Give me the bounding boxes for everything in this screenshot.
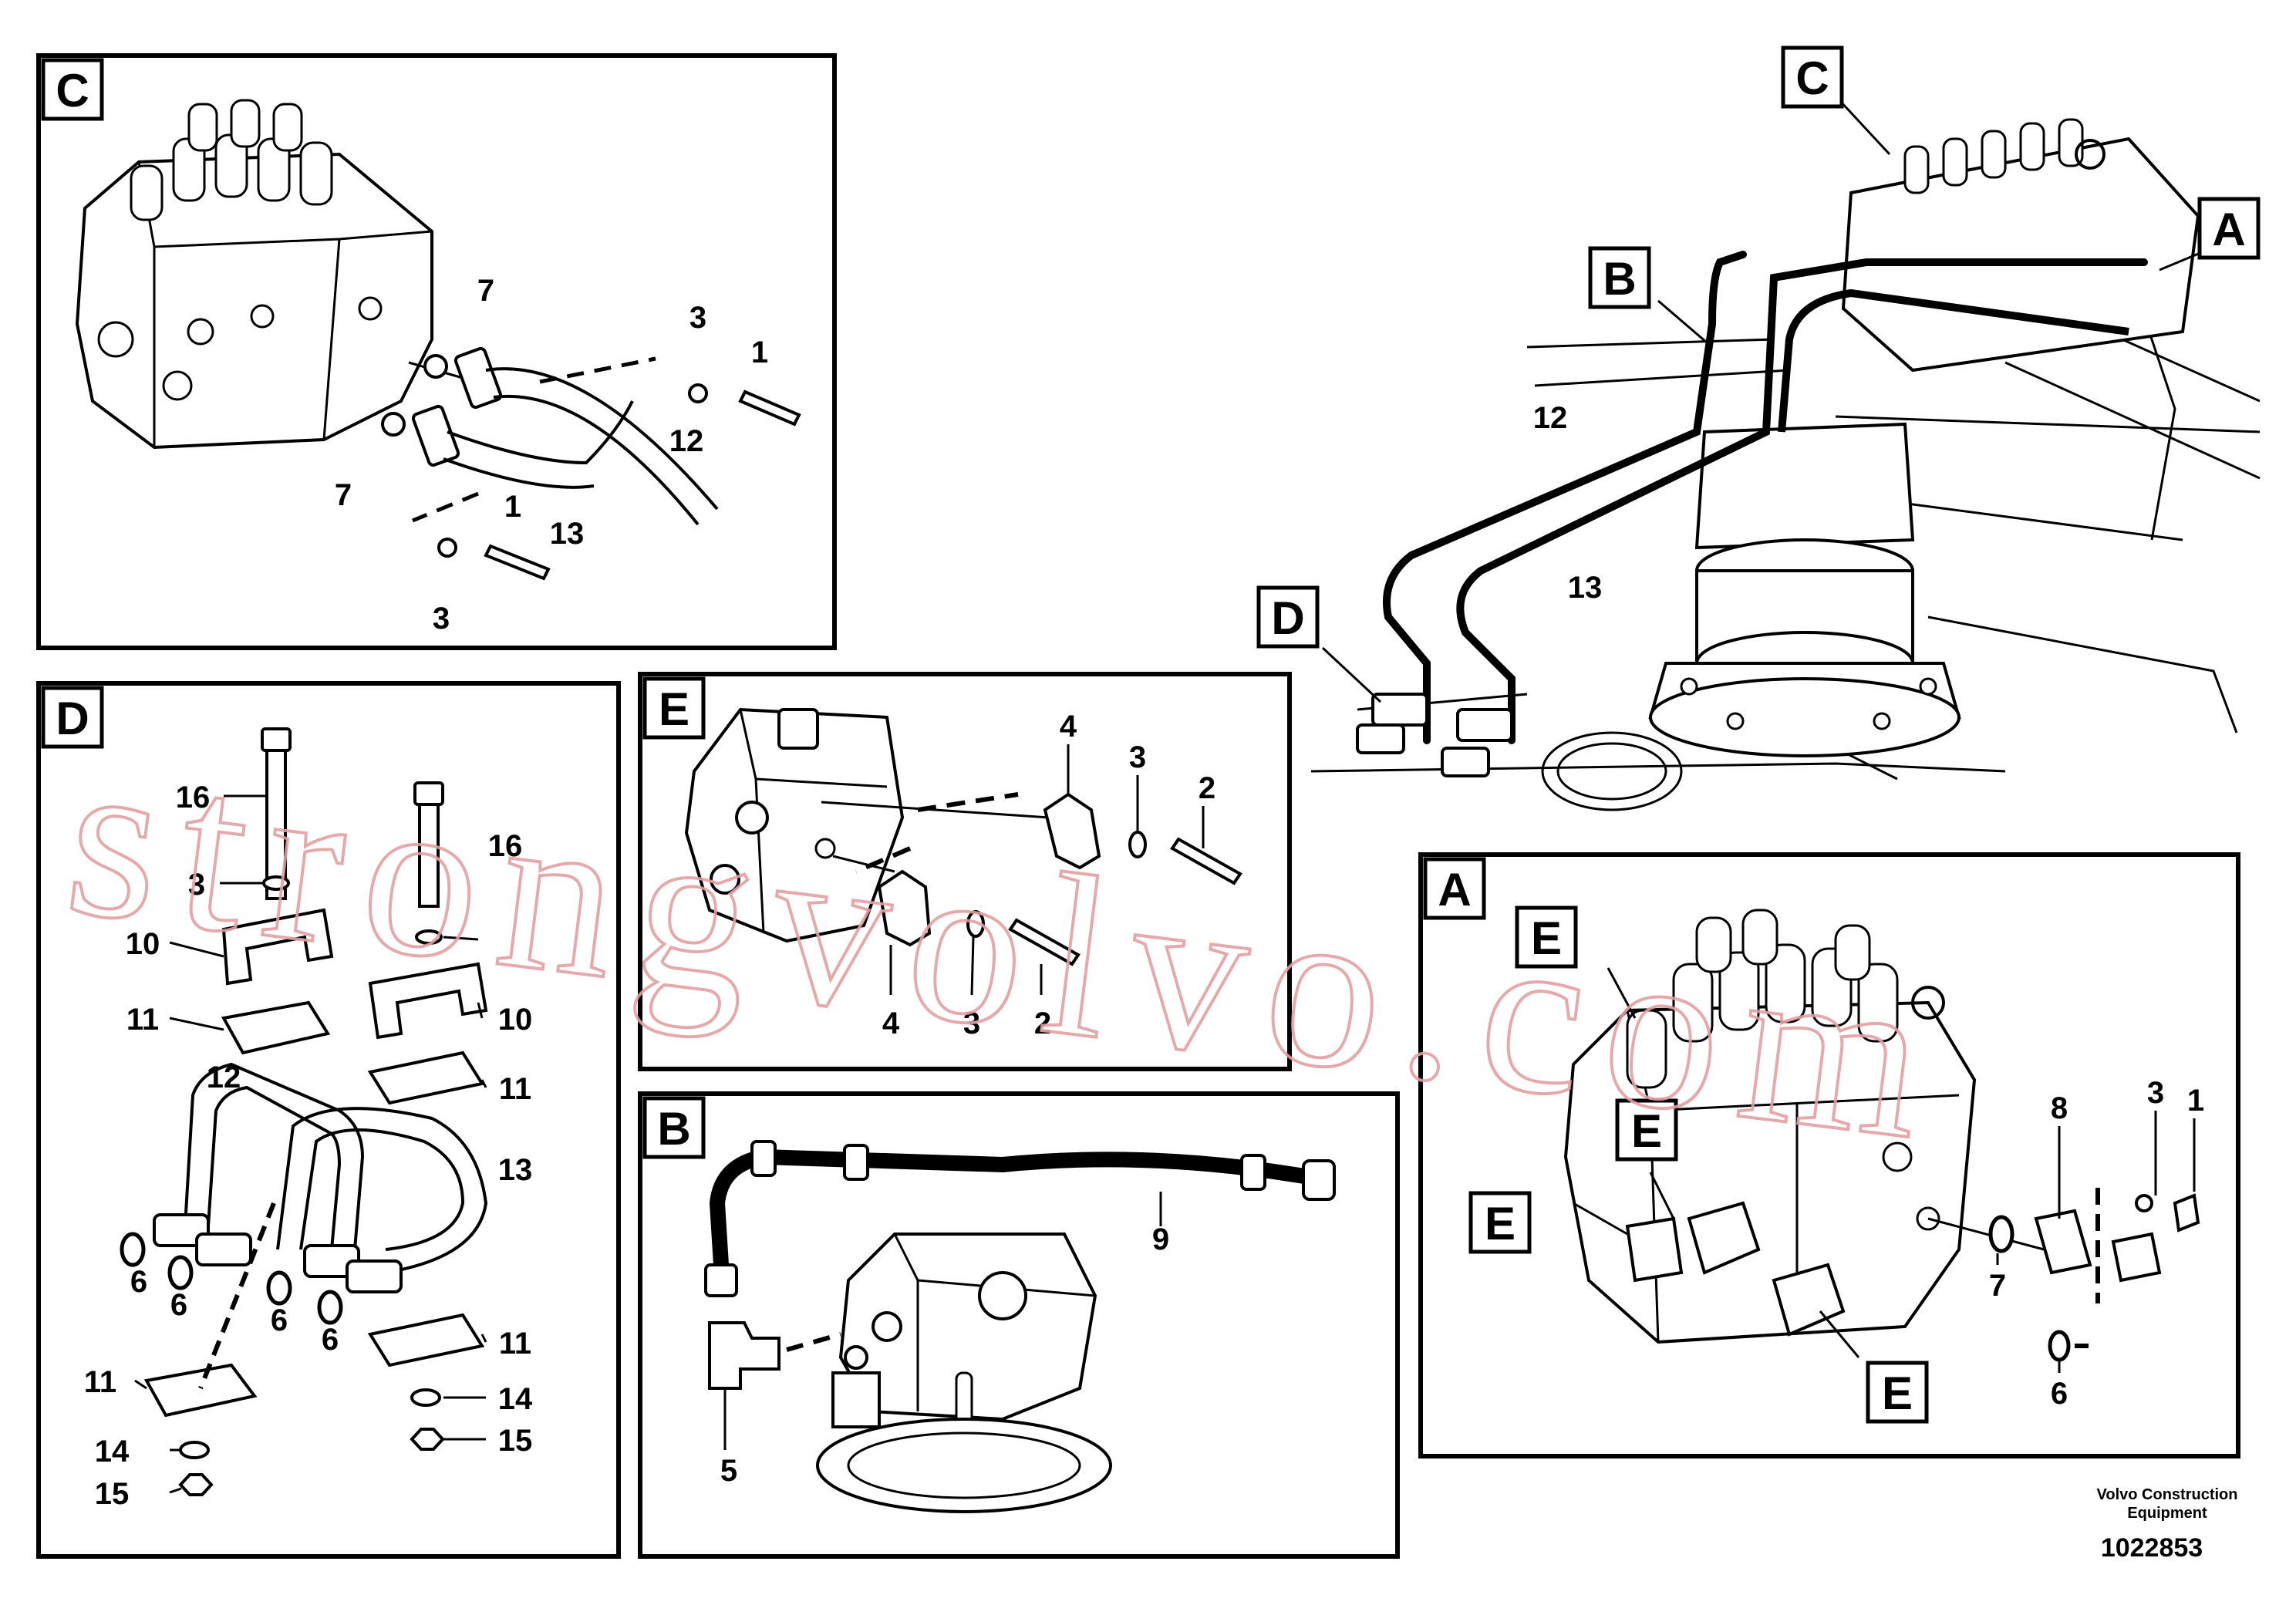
callout-6-b: 6: [170, 1288, 187, 1322]
callout-1: 1: [2187, 1084, 2204, 1118]
panel-c-letter: C: [56, 65, 89, 116]
callout-1-lower: 1: [504, 490, 521, 524]
callout-3-lower: 3: [963, 1007, 980, 1040]
callouts-panel-d: 16 16 3 10 10 11 11 12 13 6 6 6 6 11 11 …: [84, 781, 533, 1511]
callout-9: 9: [1152, 1222, 1169, 1256]
callout-e-bottom: E: [1882, 1367, 1913, 1419]
manufacturer-line-1: Volvo Construction: [2097, 1486, 2238, 1503]
overview-assembly: C A B 12 13 D: [1256, 46, 2261, 811]
callout-1-upper: 1: [751, 336, 768, 369]
panel-d: D: [36, 681, 621, 1559]
callout-8: 8: [2051, 1091, 2068, 1125]
callout-16-right: 16: [488, 829, 523, 863]
callout-10-right: 10: [498, 1003, 533, 1037]
panel-a: A: [1418, 852, 2240, 1458]
callout-7: 7: [1989, 1269, 2006, 1303]
callout-3: 3: [2147, 1076, 2164, 1110]
control-valve-illustration: [75, 99, 433, 450]
callout-4-lower: 4: [882, 1007, 900, 1040]
callout-11-upper-right: 11: [499, 1072, 531, 1106]
valve-section-illustration: [684, 707, 905, 943]
callout-11-lower-left: 11: [84, 1365, 116, 1399]
overview-callout-a: A: [2212, 204, 2245, 255]
callout-7-lower: 7: [335, 478, 352, 512]
panel-a-letter: A: [1438, 864, 1471, 916]
callout-e-left: E: [1485, 1198, 1515, 1249]
callout-7-upper: 7: [477, 274, 494, 308]
swing-motor-panel-b: [816, 1233, 1112, 1513]
callout-13: 13: [550, 517, 585, 551]
callout-e-middle: E: [1631, 1105, 1662, 1157]
callouts-panel-c: 7 7 3 1 12 1 13 3: [335, 274, 768, 636]
callout-16-left: 16: [176, 781, 211, 814]
panel-e-letter: E: [659, 683, 689, 735]
callout-3-lower: 3: [433, 602, 450, 636]
overview-callout-c: C: [1795, 52, 1829, 104]
callout-11-upper-left: 11: [126, 1003, 159, 1037]
callout-6-d: 6: [322, 1323, 339, 1357]
callout-6: 6: [2051, 1377, 2068, 1411]
callout-3: 3: [188, 868, 205, 902]
callout-5: 5: [720, 1454, 737, 1488]
callout-13: 13: [498, 1153, 533, 1187]
panel-b: B 9 5: [638, 1091, 1400, 1559]
overview-callout-13: 13: [1568, 571, 1603, 605]
callout-14-right: 14: [498, 1382, 533, 1416]
callout-12: 12: [207, 1061, 241, 1094]
callouts-panel-a: E E E E 8 3 1 7 6: [1468, 905, 2204, 1424]
overview-callout-d: D: [1271, 592, 1304, 644]
callouts-panel-e: 4 3 2 4 3 2: [882, 710, 1215, 1040]
callouts-panel-b: 9 5: [720, 1222, 1169, 1488]
callout-4-upper: 4: [1060, 710, 1077, 744]
callout-2-upper: 2: [1199, 771, 1215, 805]
callout-2-lower: 2: [1034, 1007, 1051, 1040]
callout-6-c: 6: [271, 1303, 288, 1337]
panel-c: C: [36, 53, 837, 650]
callout-12: 12: [669, 424, 704, 458]
callout-11-lower-right: 11: [499, 1327, 531, 1361]
control-valve-overview: [1841, 118, 2200, 373]
callout-14-left: 14: [95, 1435, 130, 1469]
callout-10-left: 10: [126, 927, 160, 961]
callout-e-top: E: [1531, 912, 1562, 964]
panel-d-letter: D: [56, 693, 89, 744]
drawing-number: 1022853: [2101, 1533, 2203, 1563]
callout-3-upper: 3: [1129, 740, 1146, 774]
callout-15-right: 15: [498, 1424, 533, 1458]
callout-15-left: 15: [95, 1477, 130, 1511]
overview-callout-12: 12: [1533, 401, 1568, 435]
swing-motor-illustration: [1541, 422, 1961, 811]
title-block: Volvo Construction Equipment 1022853: [2097, 1486, 2238, 1563]
manufacturer-line-2: Equipment: [2127, 1505, 2207, 1522]
panel-b-letter: B: [657, 1103, 690, 1155]
overview-callout-b: B: [1603, 253, 1636, 305]
callout-6-a: 6: [130, 1265, 147, 1299]
callout-3-upper: 3: [689, 301, 706, 335]
panel-e: E 4 3 2 4 3 2: [638, 672, 1292, 1071]
